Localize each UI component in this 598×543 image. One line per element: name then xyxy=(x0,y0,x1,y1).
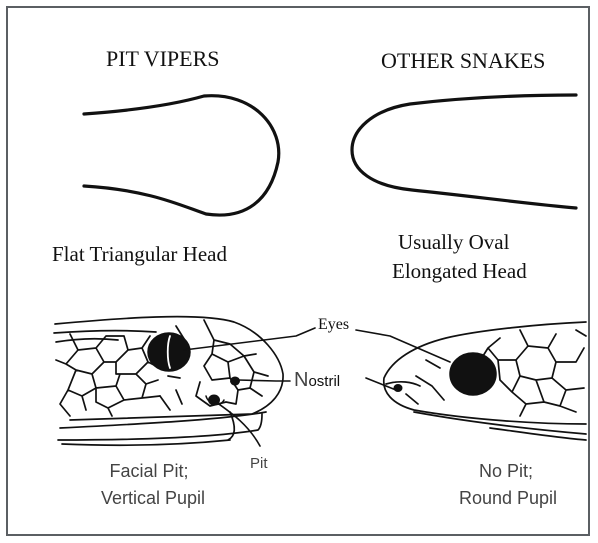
nostril-label-initial: N xyxy=(294,369,308,391)
flat-triangular-head-caption: Flat Triangular Head xyxy=(52,240,227,269)
round-pupil-caption-line2: Round Pupil xyxy=(438,485,578,512)
facial-pit-caption-line1: Facial Pit; xyxy=(84,458,214,485)
oval-head-outline xyxy=(352,95,576,208)
oval-head-caption-line2: Elongated Head xyxy=(392,257,527,286)
vertical-pupil-caption-line2: Vertical Pupil xyxy=(78,485,228,512)
round-pupil-eye xyxy=(450,353,496,395)
pit-viper-nostril xyxy=(231,377,240,385)
eyes-label: Eyes xyxy=(318,317,349,333)
nostril-label: Nostril xyxy=(294,370,340,390)
oval-head-caption-line1: Usually Oval xyxy=(392,228,509,257)
pit-label: Pit xyxy=(250,456,268,471)
no-pit-caption-line1: No Pit; xyxy=(466,458,546,485)
nostril-label-rest: ostril xyxy=(308,373,340,390)
triangular-head-outline xyxy=(84,96,279,215)
